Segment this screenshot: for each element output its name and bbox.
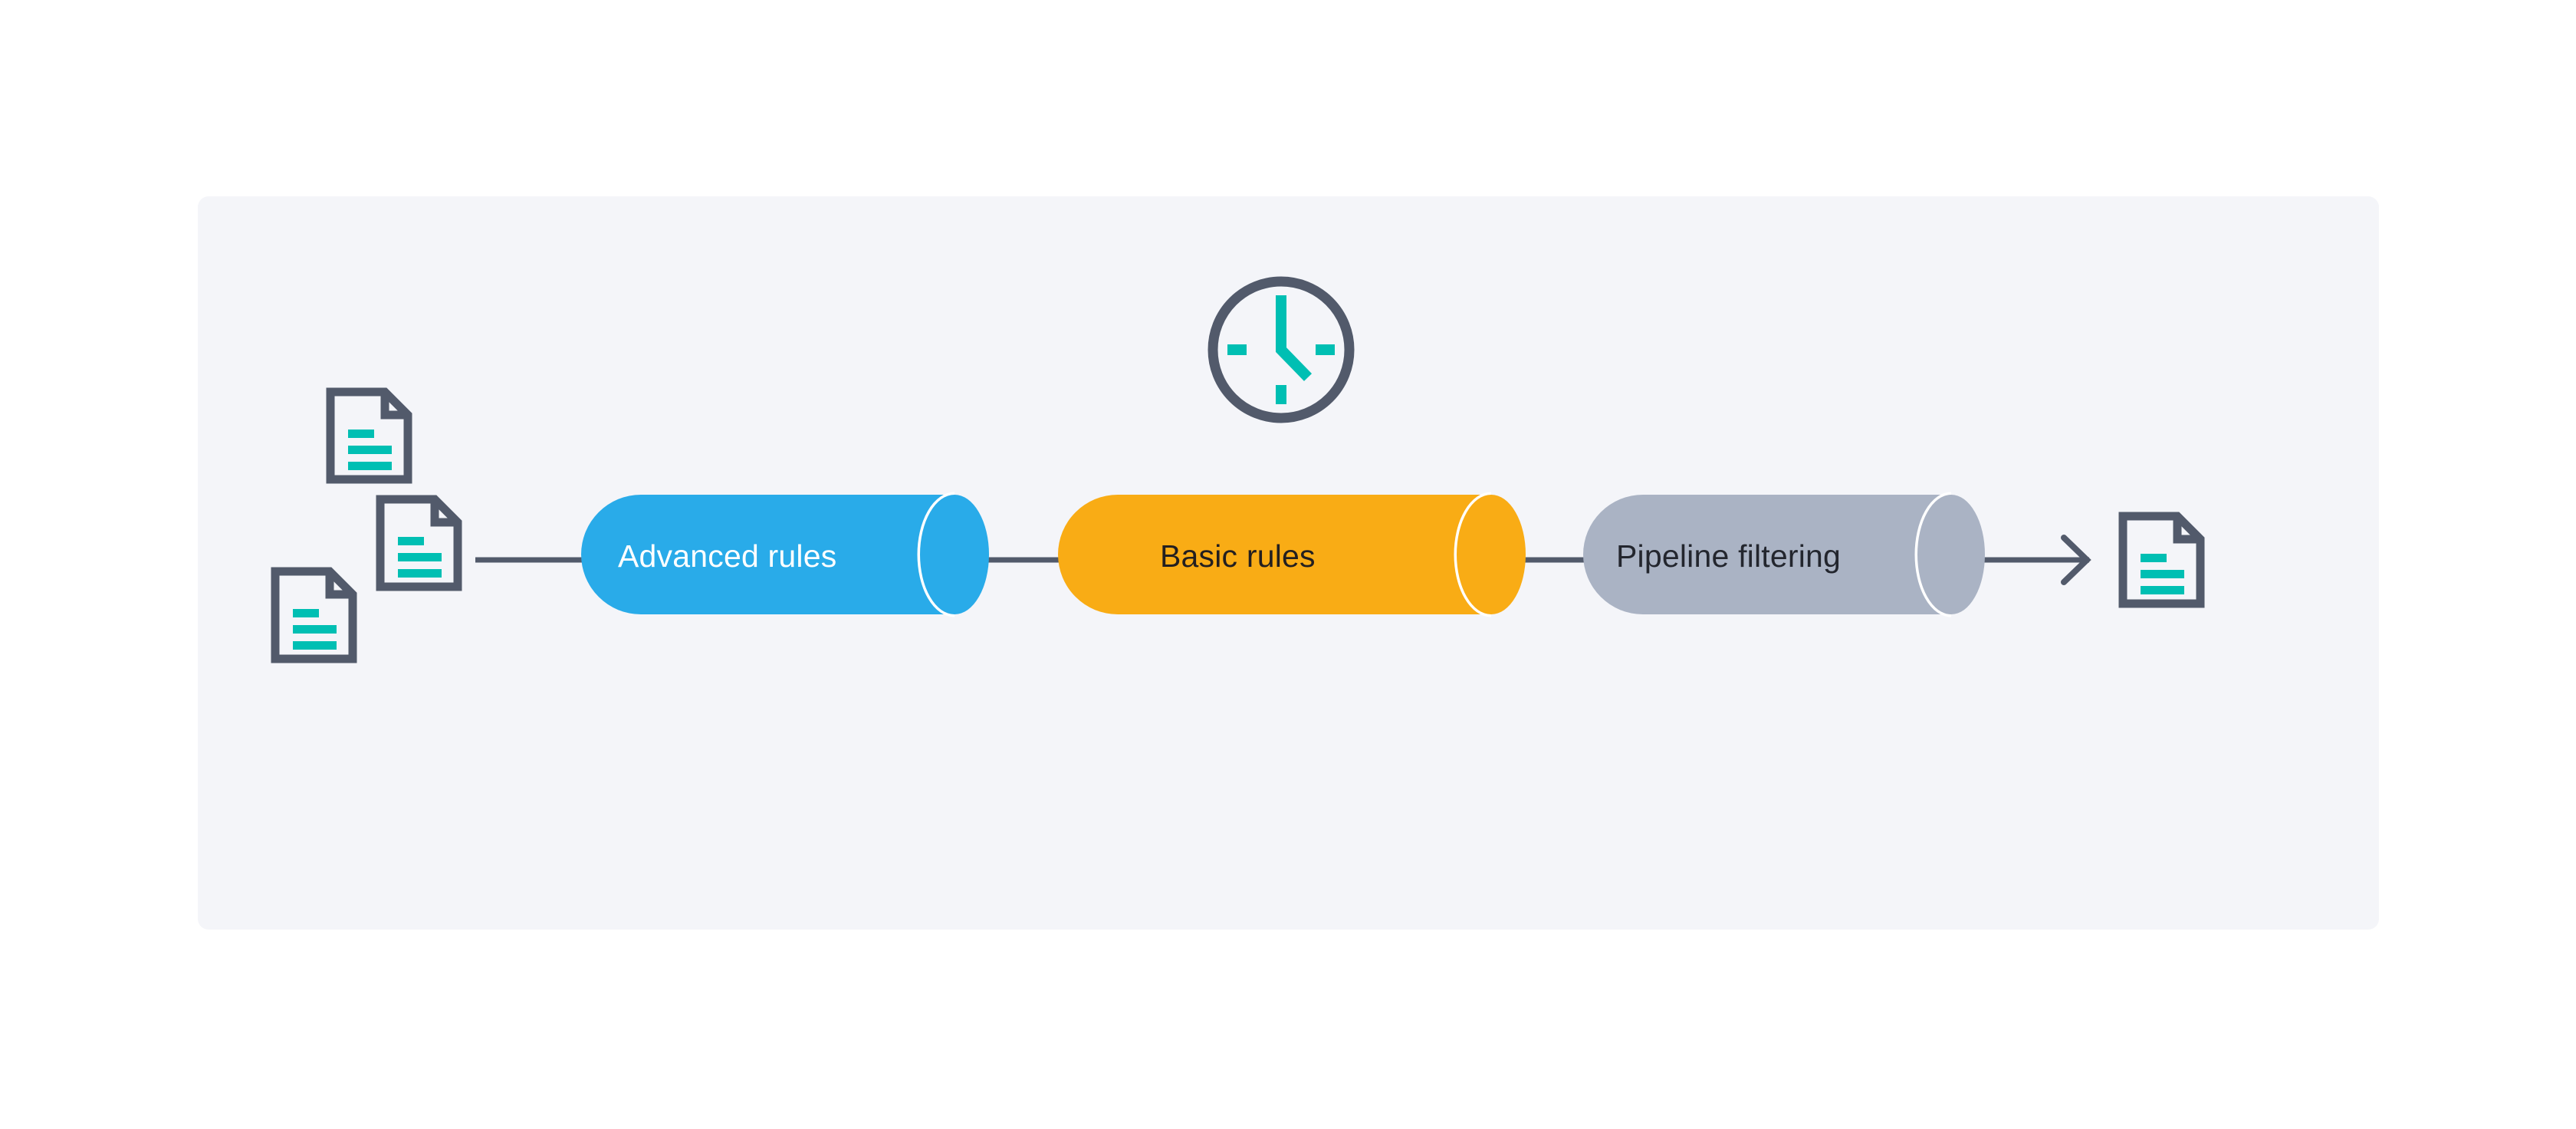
stage-label-basic-rules: Basic rules [1160,538,1316,574]
stage-label-advanced-rules: Advanced rules [618,538,837,574]
stage-label-pipeline-filtering: Pipeline filtering [1616,538,1842,574]
